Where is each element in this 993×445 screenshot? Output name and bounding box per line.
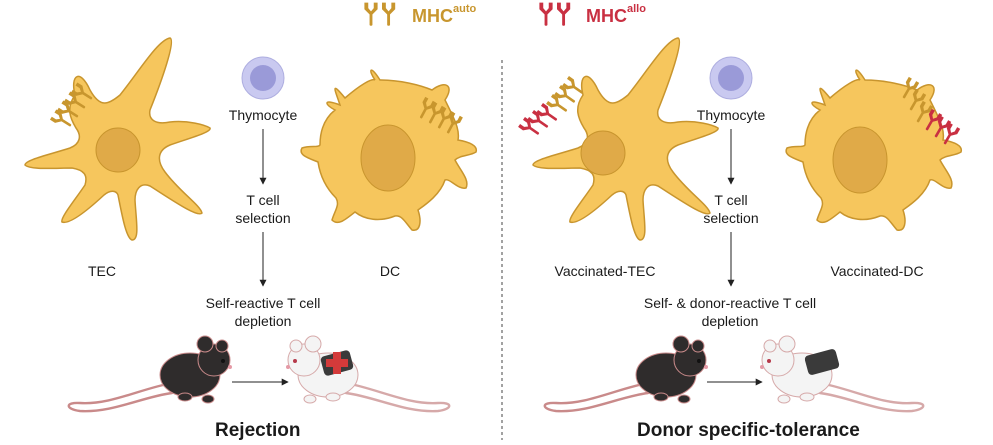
mhc-allo-icon	[539, 2, 571, 26]
white-mouse-accepted-graft-icon	[760, 334, 925, 413]
legend-mhc-auto-sup: auto	[453, 3, 477, 15]
dc-label-right: Vaccinated-DC	[830, 263, 924, 279]
tec-label-right: Vaccinated-TEC	[554, 263, 656, 279]
depletion-label-left: Self-reactive T cell depletion	[205, 295, 321, 329]
legend-mhc-allo-base: MHC	[586, 6, 627, 26]
accepted-graft-icon	[804, 349, 840, 375]
t-cell-selection-label-left: T cell selection	[235, 192, 291, 226]
t-cell-selection-label-right: T cell selection	[703, 192, 759, 226]
legend-mhc-auto: MHCauto	[412, 3, 477, 27]
thymocyte-label-right: Thymocyte	[696, 107, 766, 123]
thymocyte-right-icon	[709, 56, 753, 100]
thymocyte-label-left: Thymocyte	[228, 107, 298, 123]
tec-right-mhc-allo-cluster	[518, 103, 561, 139]
dc-label-left: DC	[379, 263, 401, 279]
tec-label-left: TEC	[88, 263, 116, 279]
tec-cell-left	[24, 37, 211, 241]
mhc-auto-icon	[364, 2, 396, 26]
rejected-graft-icon	[320, 350, 354, 376]
white-mouse-rejected-graft-icon	[286, 334, 451, 413]
dc-cell-right	[785, 69, 963, 231]
outcome-title-left: Rejection	[215, 420, 301, 441]
legend-mhc-allo-sup: allo	[627, 3, 646, 15]
outcome-title-right: Donor specific-tolerance	[637, 420, 860, 441]
black-mouse-icon	[543, 334, 708, 413]
depletion-label-right: Self- & donor-reactive T cell depletion	[643, 295, 817, 329]
black-mouse-icon	[67, 334, 232, 413]
thymocyte-left-icon	[241, 56, 285, 100]
legend-mhc-allo: MHCallo	[586, 3, 646, 27]
dc-cell-left	[300, 69, 478, 231]
tec-cell-right	[532, 37, 719, 241]
legend-mhc-auto-base: MHC	[412, 6, 453, 26]
